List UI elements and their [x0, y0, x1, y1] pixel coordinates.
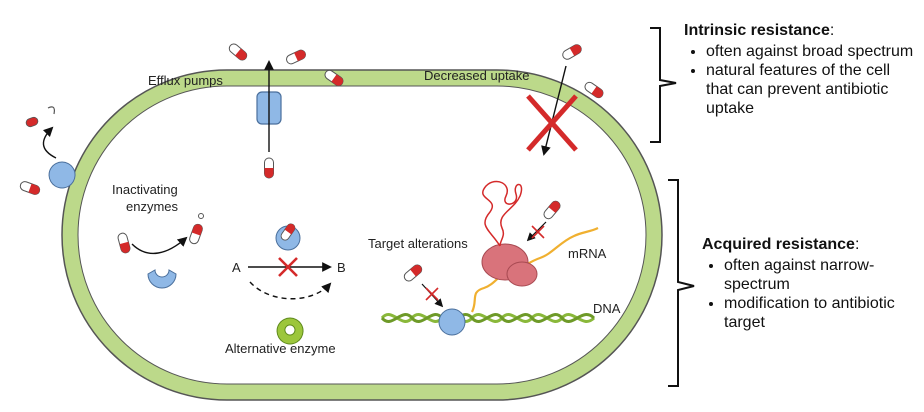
inactivating-label-line1: Inactivating — [112, 182, 178, 197]
protein-chain — [482, 180, 523, 247]
ribosome-antibiotic — [526, 198, 563, 242]
acquired-item: modification to antibiotic target — [724, 294, 920, 332]
efflux-pump — [256, 60, 282, 152]
ribosome — [481, 243, 538, 287]
metabolic-pathway — [248, 221, 332, 345]
intrinsic-item: natural features of the cell that can pr… — [706, 61, 920, 118]
node-a-label: A — [232, 260, 241, 275]
enzyme-with-antibiotic — [275, 221, 301, 251]
intrinsic-item: often against broad spectrum — [706, 42, 920, 61]
alternative-enzyme-label: Alternative enzyme — [225, 341, 336, 356]
decreased-uptake — [526, 42, 606, 156]
dna-label: DNA — [593, 301, 621, 316]
decreased-uptake-label: Decreased uptake — [424, 68, 530, 83]
intrinsic-resistance-panel: Intrinsic resistance: often against broa… — [684, 22, 920, 118]
dna-helix — [380, 313, 596, 323]
bacterial-cell — [61, 69, 663, 401]
target-alterations-label: Target alterations — [368, 236, 468, 251]
inactivating-label-line2: enzymes — [126, 199, 179, 214]
inner-inactivating-enzyme — [116, 213, 205, 289]
acquired-resistance-panel: Acquired resistance: often against narro… — [702, 236, 920, 332]
node-b-label: B — [337, 260, 346, 275]
efflux-pumps-label: Efflux pumps — [148, 73, 223, 88]
intrinsic-brace — [650, 27, 677, 143]
alternative-enzyme-shape — [276, 317, 304, 345]
outer-inactivating-enzyme — [18, 106, 76, 197]
acquired-resistance-title: Acquired resistance: — [702, 236, 860, 253]
blocked-x-icon — [526, 94, 578, 152]
acquired-brace — [668, 179, 695, 387]
acquired-item: often against narrow-spectrum — [724, 256, 920, 294]
mrna-label: mRNA — [568, 246, 607, 261]
intrinsic-resistance-title: Intrinsic resistance: — [684, 22, 835, 39]
blocked-x-icon — [278, 257, 298, 277]
dna-target-antibiotic — [401, 262, 466, 336]
